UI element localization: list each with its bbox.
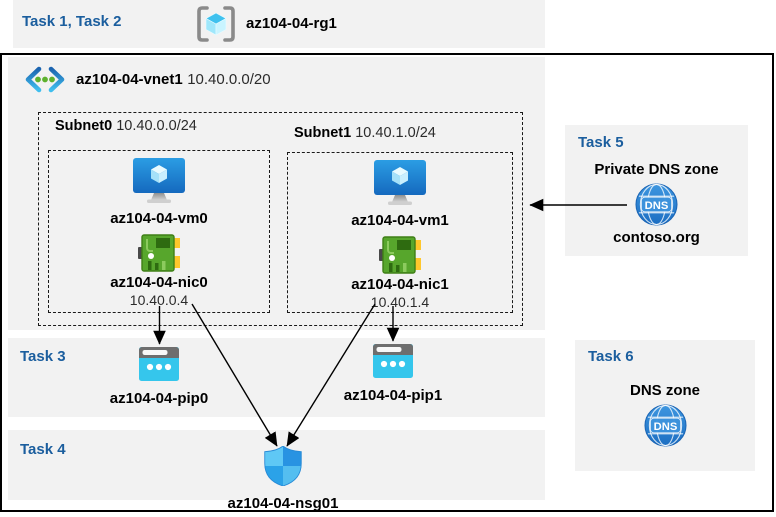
vm1-name: az104-04-vm1: [351, 212, 449, 229]
nic1-name: az104-04-nic1: [351, 276, 449, 293]
network-interface-icon: [138, 234, 180, 272]
private-dns-zone-title: Private DNS zone: [594, 161, 719, 178]
nic0-name: az104-04-nic0: [110, 274, 208, 291]
virtual-network-icon: [25, 66, 65, 93]
dns-globe-icon: DNS: [644, 404, 687, 447]
public-ip-icon: [373, 344, 413, 378]
subnet0-box: az104-04-vm0 az104-04-nic0 10.40.0.4: [48, 150, 270, 313]
nic0-ip: 10.40.0.4: [129, 292, 189, 308]
task3-label: Task 3: [20, 348, 66, 365]
task6-label: Task 6: [588, 348, 634, 365]
virtual-machine-icon: [133, 158, 185, 203]
vnet-header: az104-04-vnet1 10.40.0.0/20: [24, 66, 271, 93]
subnet1-label: Subnet1 10.40.1.0/24: [294, 125, 436, 141]
subnet1-box: az104-04-vm1 az104-04-nic1 10.40.1.4: [287, 152, 513, 313]
dns-icon-text: DNS: [645, 200, 669, 212]
resource-group-name: az104-04-rg1: [246, 15, 337, 32]
subnet1-name: Subnet1: [294, 125, 352, 141]
vnet-region: [8, 57, 545, 330]
nic1-ip: 10.40.1.4: [370, 294, 430, 310]
vnet-name: az104-04-vnet1: [76, 70, 183, 88]
subnet0-name: Subnet0: [55, 118, 113, 134]
pip0-group: az104-04-pip0: [79, 347, 239, 407]
virtual-machine-icon: [374, 160, 426, 205]
shield-icon: [264, 445, 302, 487]
pip0-name: az104-04-pip0: [109, 390, 209, 407]
task5-box: Task 5 Private DNS zone DNS contoso.org: [565, 125, 748, 256]
resource-group-icon: [197, 6, 235, 42]
nsg-name: az104-04-nsg01: [227, 495, 339, 512]
task-1-2-label: Task 1, Task 2: [22, 13, 122, 30]
nsg-group: az104-04-nsg01: [203, 445, 363, 512]
task5-label: Task 5: [578, 134, 624, 151]
task4-label: Task 4: [20, 441, 66, 458]
vnet-cidr: 10.40.0.0/20: [187, 70, 271, 88]
subnet0-cidr: 10.40.0.0/24: [116, 118, 197, 134]
pip1-group: az104-04-pip1: [313, 344, 473, 404]
vm0-name: az104-04-vm0: [110, 210, 208, 227]
pip1-name: az104-04-pip1: [343, 387, 443, 404]
subnet1-cidr: 10.40.1.0/24: [355, 125, 436, 141]
resource-group-band: Task 1, Task 2 az104-04-rg1: [13, 0, 545, 48]
subnet0-label: Subnet0 10.40.0.0/24: [55, 118, 197, 134]
private-dns-zone-name: contoso.org: [613, 229, 700, 246]
public-ip-icon: [139, 347, 179, 381]
task6-box: Task 6 DNS zone DNS: [575, 340, 755, 471]
diagram-frame: [0, 53, 774, 512]
subnets-container: [38, 112, 523, 326]
network-interface-icon: [379, 236, 421, 274]
dns-globe-icon: DNS: [635, 183, 678, 226]
dns-zone-title: DNS zone: [629, 382, 700, 399]
dns-icon-text: DNS: [654, 421, 678, 433]
